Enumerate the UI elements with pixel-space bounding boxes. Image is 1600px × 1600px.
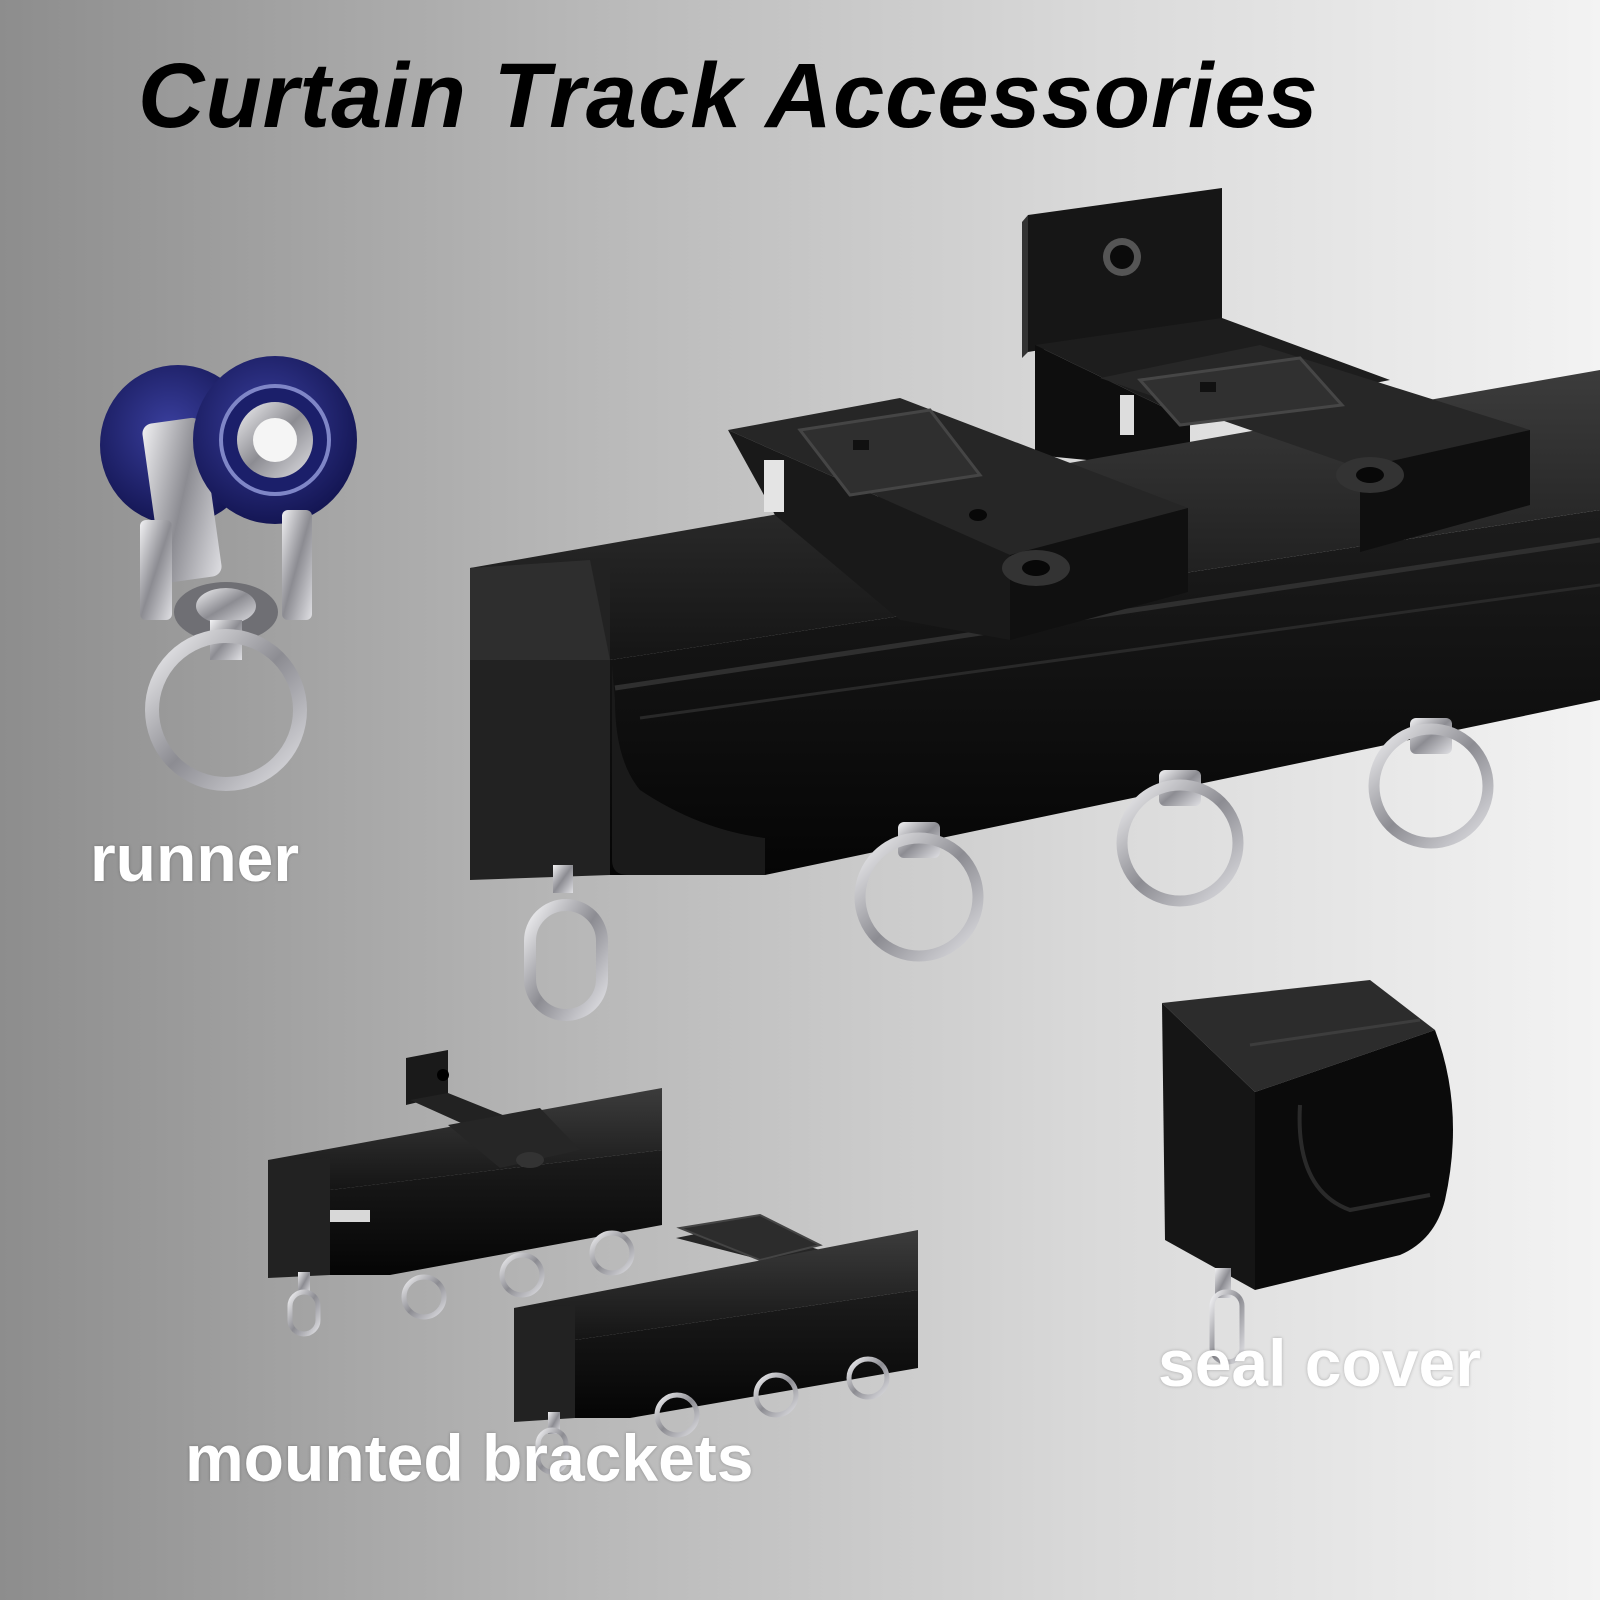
seal-cover-label: seal cover [1158, 1326, 1481, 1400]
runner-label: runner [90, 821, 300, 895]
page-title: Curtain Track Accessories [138, 45, 1319, 147]
mounted-brackets-label: mounted brackets [185, 1421, 754, 1495]
runner-illustration [100, 356, 357, 791]
track-clip-front [728, 398, 1188, 640]
track-clip-rear [1100, 345, 1530, 552]
seal-cover-illustration [1162, 980, 1453, 1365]
mounted-brackets-illustration [268, 1050, 918, 1475]
main-track-rings [524, 718, 1494, 1021]
